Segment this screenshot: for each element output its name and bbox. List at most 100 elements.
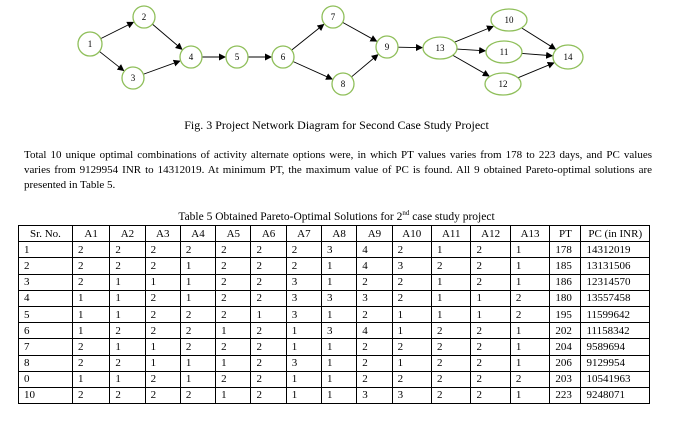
table-cell: 2 — [71, 338, 111, 356]
edge-3-4 — [143, 59, 181, 75]
table-cell: 1 — [71, 289, 111, 307]
node-11: 11 — [485, 40, 523, 64]
table-cell: 2 — [71, 386, 111, 405]
table-cell: 2 — [509, 305, 551, 324]
table-cell: 8 — [18, 354, 73, 372]
edge-13-11 — [456, 46, 487, 54]
table-cell: 13131506 — [580, 257, 650, 275]
node-label: 8 — [341, 79, 346, 89]
node-13: 13 — [422, 36, 458, 60]
table-cell: 1 — [250, 305, 287, 324]
edge-1-2 — [100, 21, 135, 40]
table-cell: 11599642 — [580, 305, 650, 324]
table-cell: 1 — [430, 241, 472, 259]
table-cell: 2 — [215, 289, 252, 307]
table-cell: 2 — [250, 273, 287, 291]
table-cell: 6 — [18, 322, 73, 340]
node-label: 12 — [499, 79, 508, 89]
node-9: 9 — [375, 35, 399, 59]
table-cell: 1 — [320, 370, 358, 388]
node-10: 10 — [490, 8, 528, 32]
table-cell: 3 — [18, 273, 73, 291]
table-cell: 0 — [18, 370, 73, 388]
table-cell: 2 — [470, 257, 511, 275]
table-cell: 2 — [144, 305, 181, 324]
node-12: 12 — [484, 72, 522, 96]
table-cell: 3 — [320, 322, 358, 340]
column-header: Sr. No. — [18, 224, 73, 243]
node-label: 9 — [385, 42, 390, 52]
table-cell: 2 — [109, 257, 146, 275]
node-5: 5 — [225, 45, 249, 69]
node-1: 1 — [77, 31, 103, 57]
table-cell: 1 — [109, 338, 146, 356]
table-cell: 2 — [215, 305, 252, 324]
column-header: A7 — [285, 224, 323, 243]
table-cell: 2 — [430, 322, 472, 340]
table-cell: 1 — [509, 354, 551, 372]
table-cell: 2 — [391, 338, 433, 356]
table-cell: 1 — [430, 305, 472, 324]
table-cell: 1 — [109, 305, 146, 324]
table-cell: 3 — [320, 289, 358, 307]
table-cell: 203 — [549, 370, 582, 388]
table-cell: 2 — [215, 241, 252, 259]
table-cell: 1 — [509, 257, 551, 275]
table-cell: 3 — [285, 273, 323, 291]
table-cell: 2 — [109, 386, 146, 405]
table-cell: 2 — [144, 370, 181, 388]
table-cell: 2 — [250, 338, 287, 356]
column-header: A6 — [250, 224, 287, 243]
table-cell: 1 — [109, 273, 146, 291]
table-cell: 1 — [509, 273, 551, 291]
node-2: 2 — [132, 5, 156, 29]
table-cell: 3 — [391, 257, 433, 275]
node-label: 11 — [500, 47, 509, 57]
table-cell: 1 — [285, 370, 323, 388]
table-cell: 1 — [179, 289, 217, 307]
table-cell: 2 — [179, 322, 217, 340]
table-cell: 1 — [320, 338, 358, 356]
table-cell: 1 — [320, 273, 358, 291]
table-cell: 2 — [250, 289, 287, 307]
table-cell: 2 — [144, 289, 181, 307]
table-cell: 2 — [18, 257, 73, 275]
table-cell: 1 — [391, 354, 433, 372]
edge-1-3 — [99, 51, 125, 72]
edge-12-14 — [517, 61, 555, 79]
table-cell: 2 — [250, 386, 287, 405]
table-cell: 1 — [285, 322, 323, 340]
table-cell: 2 — [250, 354, 287, 372]
table-cell: 2 — [144, 257, 181, 275]
table-cell: 1 — [18, 241, 73, 259]
table-cell: 185 — [549, 257, 582, 275]
table-cell: 1 — [509, 241, 551, 259]
table-cell: 2 — [470, 241, 511, 259]
table-cell: 195 — [549, 305, 582, 324]
table-cell: 2 — [470, 338, 511, 356]
table-cell: 2 — [109, 241, 146, 259]
table-cell: 3 — [356, 386, 393, 405]
table-cell: 4 — [18, 289, 73, 307]
node-label: 10 — [505, 15, 515, 25]
table-cell: 1 — [391, 322, 433, 340]
table-cell: 2 — [391, 273, 433, 291]
table-cell: 10 — [18, 386, 73, 405]
table-cell: 2 — [509, 289, 551, 307]
body-paragraph: Total 10 unique optimal combinations of … — [24, 149, 652, 191]
table-cell: 2 — [144, 241, 181, 259]
table-cell: 11158342 — [580, 322, 650, 340]
table-cell: 1 — [320, 386, 358, 405]
table-cell: 1 — [144, 273, 181, 291]
edge-6-7 — [291, 23, 325, 51]
table-cell: 13557458 — [580, 289, 650, 307]
node-14: 14 — [552, 44, 584, 70]
table-cell: 3 — [285, 289, 323, 307]
table-cell: 9248071 — [580, 386, 650, 405]
